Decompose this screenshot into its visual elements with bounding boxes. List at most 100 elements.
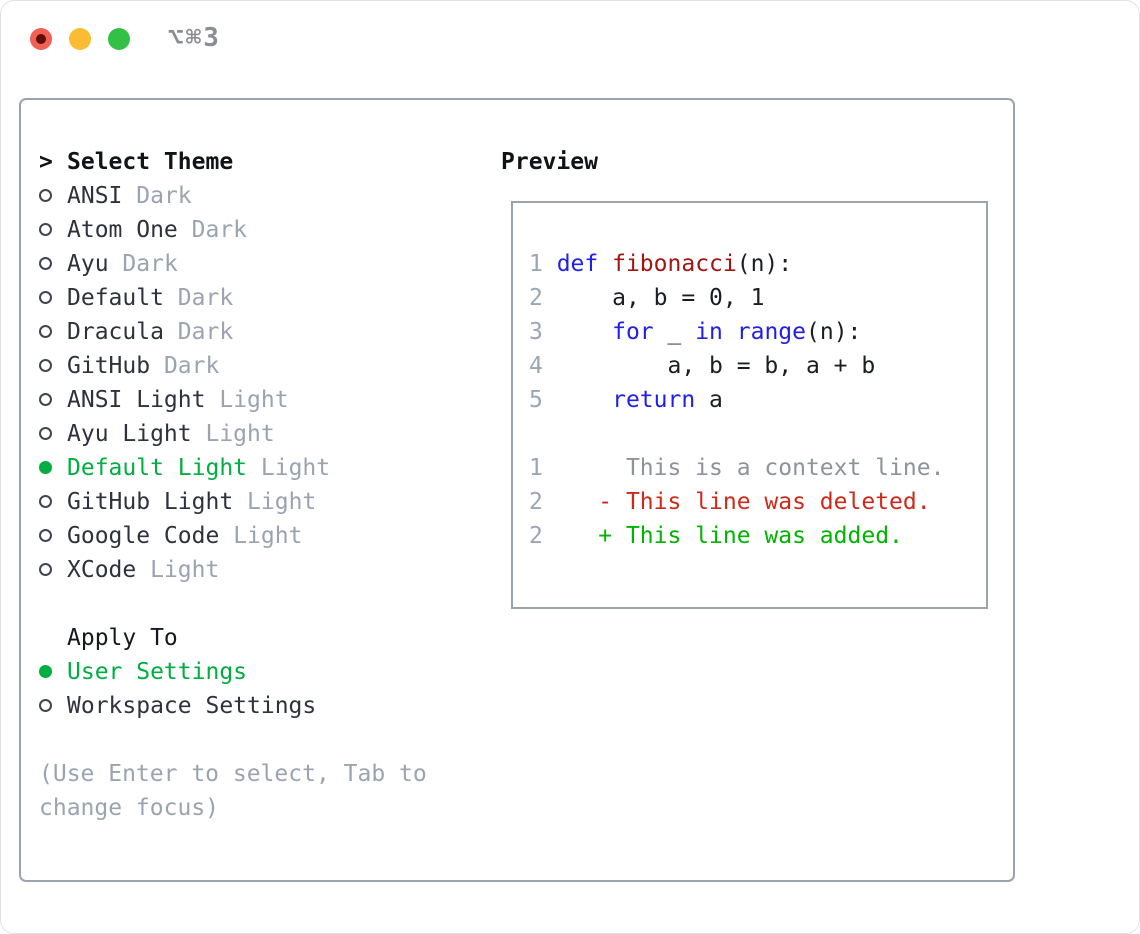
code-line: 5 return a xyxy=(529,383,986,417)
theme-name: Google Code xyxy=(67,523,220,549)
radio-circle xyxy=(39,291,52,304)
theme-variant: Light xyxy=(150,557,220,583)
radio-circle xyxy=(39,189,52,202)
minimize-button[interactable] xyxy=(69,28,91,50)
theme-variant: Light xyxy=(219,387,289,413)
radio-circle xyxy=(39,461,52,474)
theme-name: Dracula xyxy=(67,319,164,345)
theme-variant: Light xyxy=(260,455,331,481)
radio-unselected-icon xyxy=(39,417,67,451)
code-segment: a, b = b, a + b xyxy=(556,353,876,379)
apply-to-header-row: Apply To xyxy=(39,621,469,655)
theme-name: GitHub xyxy=(67,353,151,379)
keyboard-hint: (Use Enter to select, Tab to change focu… xyxy=(39,761,427,821)
code-segment: _ xyxy=(653,319,696,345)
theme-option[interactable]: Default Light Light xyxy=(39,451,469,485)
theme-variant: Light xyxy=(247,489,317,515)
code-line xyxy=(529,417,986,451)
code-line: 1 This is a context line. xyxy=(529,451,986,485)
radio-unselected-icon xyxy=(39,179,67,213)
theme-picker-header-row: > Select Theme xyxy=(39,145,469,179)
preview-title: Preview xyxy=(501,149,598,175)
theme-name: ANSI xyxy=(67,183,123,209)
radio-selected-icon xyxy=(39,655,67,689)
theme-option[interactable]: GitHub Light Light xyxy=(39,485,469,519)
radio-circle xyxy=(39,257,52,270)
code-segment xyxy=(557,387,612,413)
theme-name: Default xyxy=(67,285,164,311)
theme-option[interactable]: XCode Light xyxy=(39,553,469,587)
apply-to-option[interactable]: Workspace Settings xyxy=(39,689,469,723)
spacer xyxy=(39,587,469,621)
theme-name: ANSI Light xyxy=(67,387,206,413)
code-line: 4 a, b = b, a + b xyxy=(529,349,986,383)
zoom-button[interactable] xyxy=(108,28,130,50)
theme-option[interactable]: Default Dark xyxy=(39,281,469,315)
radio-unselected-icon xyxy=(39,213,67,247)
code-line: 3 for _ in range(n): xyxy=(529,315,986,349)
apply-to-option[interactable]: User Settings xyxy=(39,655,469,689)
theme-option[interactable]: ANSI Light Light xyxy=(39,383,469,417)
theme-option[interactable]: Atom One Dark xyxy=(39,213,469,247)
line-number: 5 xyxy=(529,387,557,413)
theme-option[interactable]: ANSI Dark xyxy=(39,179,469,213)
code-line: 2 + This line was added. xyxy=(529,519,986,553)
theme-name: GitHub Light xyxy=(67,489,234,515)
apply-to-title: Apply To xyxy=(67,625,178,651)
code-segment: def xyxy=(556,251,599,277)
cursor-icon: > xyxy=(39,149,53,175)
radio-unselected-icon xyxy=(39,349,67,383)
close-button[interactable] xyxy=(30,28,52,50)
code-segment: in xyxy=(695,319,723,345)
radio-selected-icon xyxy=(39,451,67,485)
line-number: 1 xyxy=(529,251,557,277)
radio-circle xyxy=(39,325,52,338)
radio-unselected-icon xyxy=(39,689,67,723)
theme-variant: Light xyxy=(233,523,303,549)
line-number: 4 xyxy=(529,353,557,379)
theme-variant: Dark xyxy=(136,183,192,209)
code-line: 1 def fibonacci(n): xyxy=(529,247,986,281)
code-segment xyxy=(723,319,737,345)
theme-option[interactable]: Dracula Dark xyxy=(39,315,469,349)
theme-option[interactable]: Google Code Light xyxy=(39,519,469,553)
radio-unselected-icon xyxy=(39,519,67,553)
theme-variant: Dark xyxy=(122,251,178,277)
theme-variant: Dark xyxy=(177,285,234,311)
line-number: 2 xyxy=(529,489,557,515)
radio-unselected-icon xyxy=(39,315,67,349)
code-segment: a xyxy=(695,387,723,413)
theme-variant: Dark xyxy=(163,353,220,379)
radio-circle xyxy=(39,665,52,678)
radio-circle xyxy=(39,495,52,508)
code-line: 2 - This line was deleted. xyxy=(529,485,986,519)
theme-option[interactable]: Ayu Dark xyxy=(39,247,469,281)
radio-circle xyxy=(39,223,52,236)
line-number: 2 xyxy=(529,523,557,549)
radio-circle xyxy=(39,563,52,576)
theme-name: Default Light xyxy=(67,455,248,481)
theme-option[interactable]: GitHub Dark xyxy=(39,349,469,383)
radio-unselected-icon xyxy=(39,247,67,281)
radio-unselected-icon xyxy=(39,281,67,315)
radio-circle xyxy=(39,393,52,406)
code-segment: for xyxy=(612,319,654,345)
theme-option[interactable]: Ayu Light Light xyxy=(39,417,469,451)
code-segment: fibonacci xyxy=(612,251,737,277)
radio-unselected-icon xyxy=(39,485,67,519)
code-line: 2 a, b = 0, 1 xyxy=(529,281,986,315)
code-segment: + This line was added. xyxy=(556,523,903,549)
radio-unselected-icon xyxy=(39,383,67,417)
line-number: 3 xyxy=(529,319,557,345)
code-segment: a, b = 0, 1 xyxy=(556,285,765,311)
radio-circle xyxy=(39,529,52,542)
code-segment: (n): xyxy=(806,319,862,345)
theme-name: Ayu Light xyxy=(67,421,192,447)
apply-to-label: Workspace Settings xyxy=(67,693,317,719)
